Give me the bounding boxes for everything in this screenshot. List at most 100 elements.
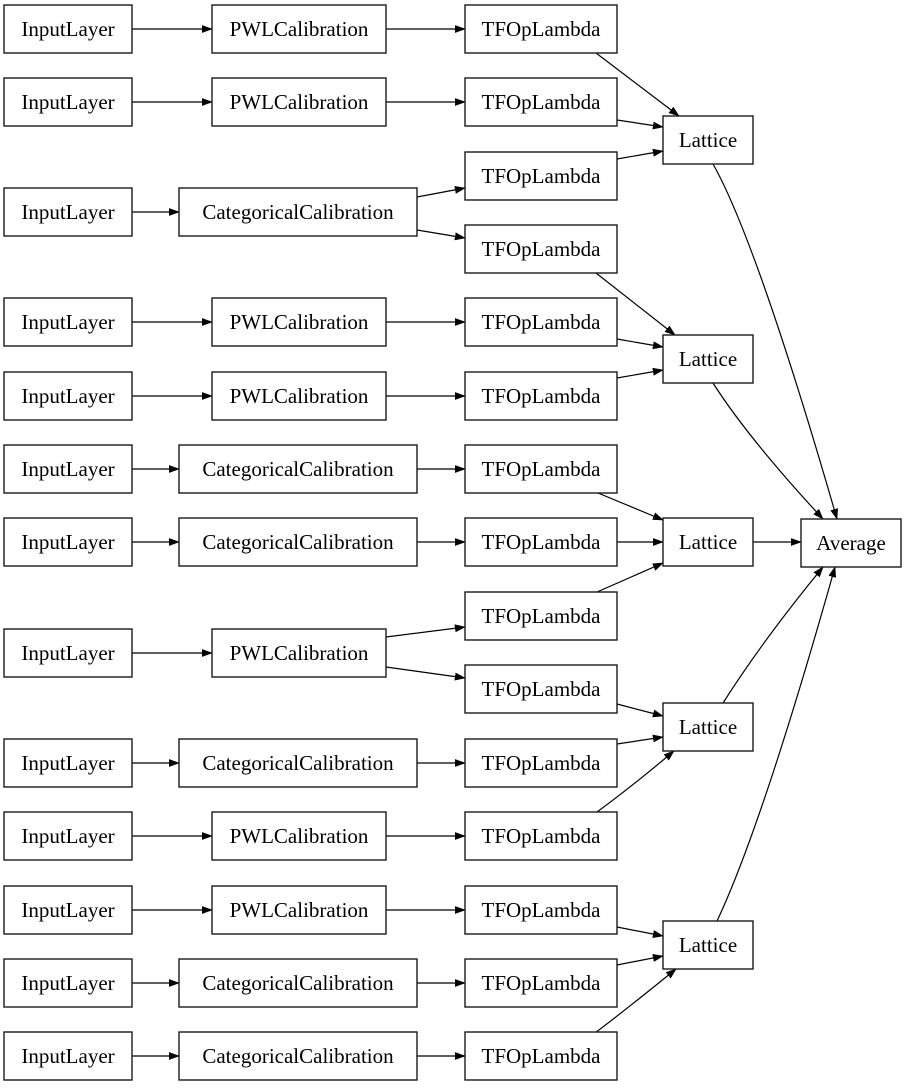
node-lattice-5: Lattice xyxy=(662,920,754,970)
edge-lattice-4-to-average xyxy=(722,566,824,704)
node-tfop-2-box xyxy=(464,77,618,127)
node-cal-7: CategoricalCalibration xyxy=(178,517,418,567)
node-tfop-5-box xyxy=(464,297,618,347)
node-input-13-box xyxy=(3,1031,133,1081)
node-lattice-1-label: Lattice xyxy=(679,128,737,152)
node-tfop-3-label: TFOpLambda xyxy=(482,164,602,188)
edge-tfop-11-to-lattice-4 xyxy=(616,734,664,745)
node-cal-5-label: PWLCalibration xyxy=(230,384,369,408)
node-cal-8-box xyxy=(211,628,387,678)
node-tfop-8-label: TFOpLambda xyxy=(482,530,602,554)
node-tfop-6-box xyxy=(464,371,618,421)
node-cal-6-box xyxy=(178,444,418,494)
node-tfop-7-label: TFOpLambda xyxy=(482,457,602,481)
node-tfop-10-label: TFOpLambda xyxy=(482,677,602,701)
node-cal-11-box xyxy=(211,885,387,935)
node-input-7-label: InputLayer xyxy=(21,530,114,554)
node-input-8-label: InputLayer xyxy=(21,641,114,665)
node-tfop-9-label: TFOpLambda xyxy=(482,604,602,628)
node-input-2-box xyxy=(3,77,133,127)
node-input-7: InputLayer xyxy=(3,517,133,567)
node-cal-13: CategoricalCalibration xyxy=(178,1031,418,1081)
node-input-3-box xyxy=(3,187,133,237)
node-input-8: InputLayer xyxy=(3,628,133,678)
node-tfop-15-label: TFOpLambda xyxy=(482,1044,602,1068)
node-tfop-3-box xyxy=(464,151,618,201)
node-input-1: InputLayer xyxy=(3,4,133,54)
edge-tfop-4-to-lattice-2 xyxy=(595,272,676,336)
node-input-11: InputLayer xyxy=(3,885,133,935)
node-cal-3: CategoricalCalibration xyxy=(178,187,418,237)
node-average: Average xyxy=(800,518,902,568)
node-input-10: InputLayer xyxy=(3,811,133,861)
node-lattice-5-box xyxy=(662,920,754,970)
edge-lattice-5-to-average xyxy=(716,566,837,922)
node-cal-13-box xyxy=(178,1031,418,1081)
node-lattice-4: Lattice xyxy=(662,702,754,752)
node-input-5: InputLayer xyxy=(3,371,133,421)
node-cal-2-label: PWLCalibration xyxy=(230,90,369,114)
node-input-2-label: InputLayer xyxy=(21,90,114,114)
edge-cal-8-to-tfop-10 xyxy=(385,666,466,681)
node-cal-8-label: PWLCalibration xyxy=(230,641,369,665)
edge-lattice-2-to-average xyxy=(712,382,824,520)
node-tfop-14-label: TFOpLambda xyxy=(482,971,602,995)
edge-tfop-6-to-lattice-2 xyxy=(616,367,664,379)
node-cal-5: PWLCalibration xyxy=(211,371,387,421)
edge-tfop-15-to-lattice-5 xyxy=(594,968,677,1034)
node-cal-11-label: PWLCalibration xyxy=(230,898,369,922)
node-tfop-3: TFOpLambda xyxy=(464,151,618,201)
node-tfop-10-box xyxy=(464,664,618,714)
node-tfop-8: TFOpLambda xyxy=(464,517,618,567)
edge-tfop-9-to-lattice-3 xyxy=(596,562,664,593)
node-tfop-5-label: TFOpLambda xyxy=(482,310,602,334)
node-input-10-box xyxy=(3,811,133,861)
node-input-6-label: InputLayer xyxy=(21,457,114,481)
node-cal-9-label: CategoricalCalibration xyxy=(202,751,394,775)
node-tfop-8-box xyxy=(464,517,618,567)
edge-cal-3-to-tfop-3 xyxy=(416,185,466,198)
edge-tfop-3-to-lattice-1 xyxy=(616,148,664,160)
node-cal-2-box xyxy=(211,77,387,127)
node-tfop-14-box xyxy=(464,958,618,1008)
node-tfop-2-label: TFOpLambda xyxy=(482,90,602,114)
node-cal-4-box xyxy=(211,297,387,347)
node-cal-11: PWLCalibration xyxy=(211,885,387,935)
node-tfop-13-label: TFOpLambda xyxy=(482,898,602,922)
node-cal-10: PWLCalibration xyxy=(211,811,387,861)
node-cal-10-label: PWLCalibration xyxy=(230,824,369,848)
node-input-5-box xyxy=(3,371,133,421)
edge-tfop-14-to-lattice-5 xyxy=(616,954,664,966)
node-cal-12-box xyxy=(178,958,418,1008)
node-input-8-box xyxy=(3,628,133,678)
node-lattice-2-label: Lattice xyxy=(679,347,737,371)
node-cal-7-box xyxy=(178,517,418,567)
node-input-1-box xyxy=(3,4,133,54)
edge-tfop-1-to-lattice-1 xyxy=(595,52,680,117)
node-input-7-box xyxy=(3,517,133,567)
node-cal-7-label: CategoricalCalibration xyxy=(202,530,394,554)
node-tfop-12-label: TFOpLambda xyxy=(482,824,602,848)
node-tfop-6: TFOpLambda xyxy=(464,371,618,421)
node-lattice-2-box xyxy=(662,334,754,384)
node-cal-3-box xyxy=(178,187,418,237)
node-input-9: InputLayer xyxy=(3,738,133,788)
node-cal-1-label: PWLCalibration xyxy=(230,17,369,41)
edge-tfop-5-to-lattice-2 xyxy=(616,338,664,350)
node-tfop-2: TFOpLambda xyxy=(464,77,618,127)
node-tfop-7-box xyxy=(464,444,618,494)
node-input-4-box xyxy=(3,297,133,347)
node-average-label: Average xyxy=(816,531,886,555)
edge-cal-8-to-tfop-9 xyxy=(385,624,466,638)
node-cal-2: PWLCalibration xyxy=(211,77,387,127)
node-input-6: InputLayer xyxy=(3,444,133,494)
node-tfop-11-box xyxy=(464,738,618,788)
node-lattice-1-box xyxy=(662,115,754,165)
node-cal-9: CategoricalCalibration xyxy=(178,738,418,788)
node-input-5-label: InputLayer xyxy=(21,384,114,408)
node-input-10-label: InputLayer xyxy=(21,824,114,848)
node-cal-4: PWLCalibration xyxy=(211,297,387,347)
node-tfop-11: TFOpLambda xyxy=(464,738,618,788)
node-cal-8: PWLCalibration xyxy=(211,628,387,678)
